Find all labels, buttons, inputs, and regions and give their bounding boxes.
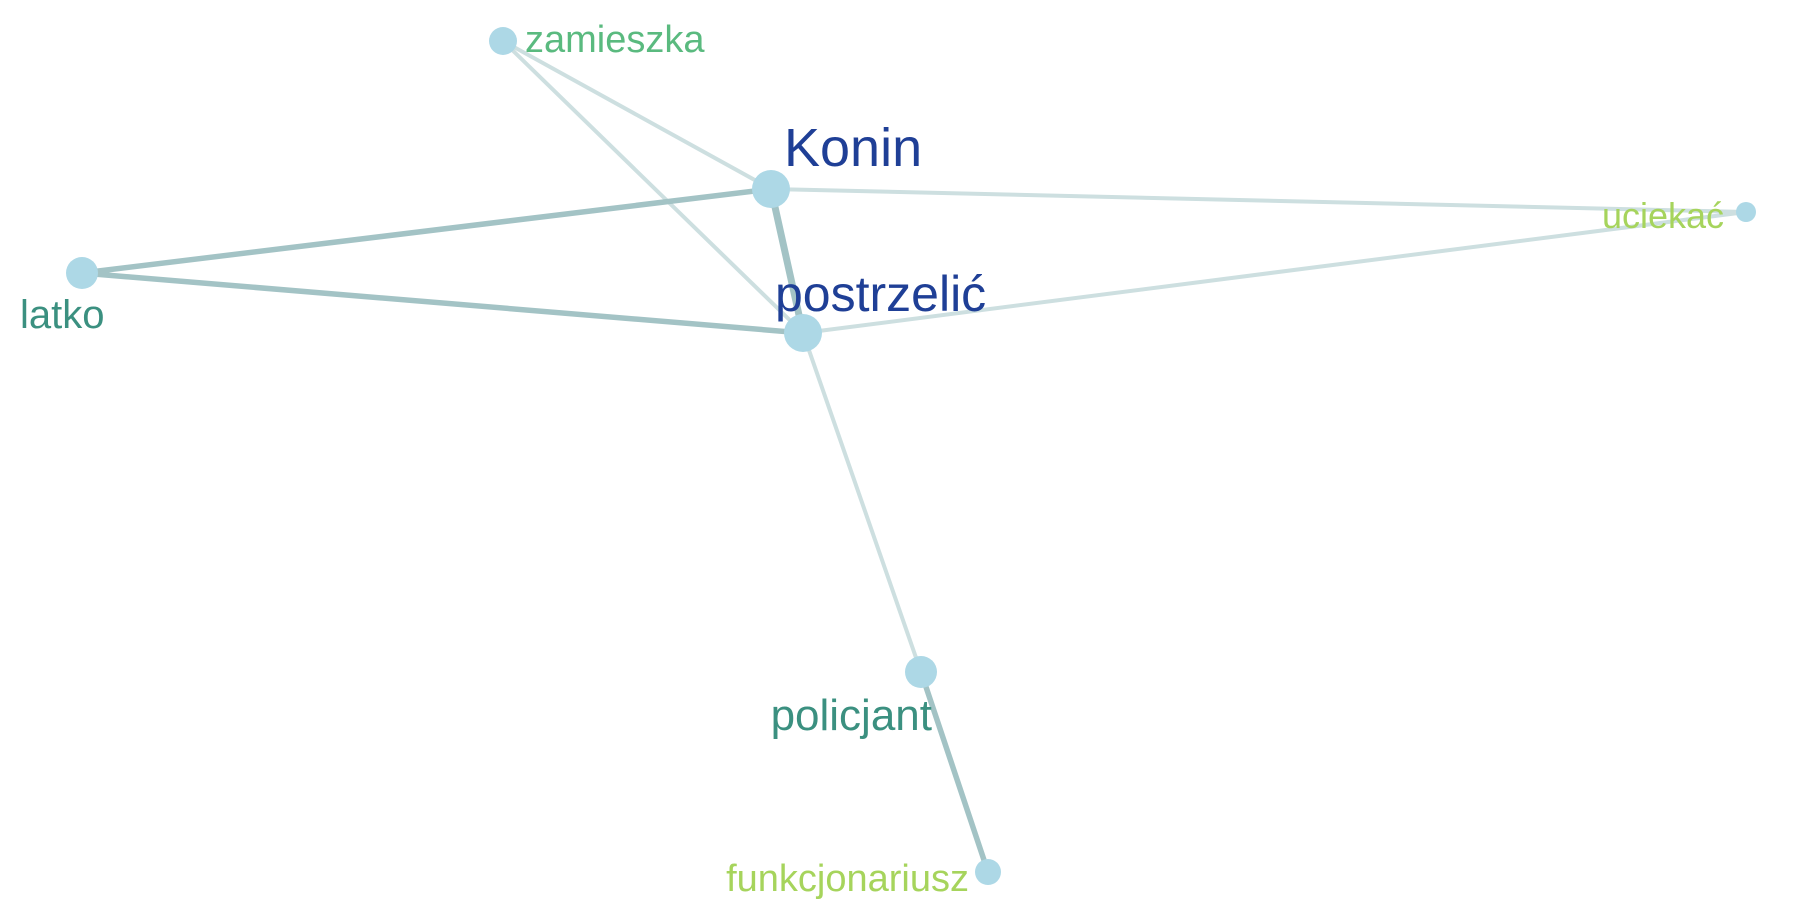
node-label-policjant: policjant (771, 691, 932, 740)
node-label-Konin: Konin (784, 118, 922, 178)
edge-Konin-latko (79, 186, 774, 276)
node-latko (66, 257, 98, 289)
node-postrzelic (784, 314, 822, 352)
node-label-funkcjonariusz: funkcjonariusz (726, 858, 969, 900)
node-zamieszka (489, 27, 517, 55)
nodes-layer (66, 27, 1756, 885)
edge-zamieszka-Konin (501, 39, 773, 191)
edge-policjant-funkcjonariusz (918, 669, 991, 875)
node-label-uciekac: uciekać (1602, 195, 1724, 236)
edges-layer (79, 39, 1748, 875)
node-label-postrzelic: postrzelić (775, 266, 986, 322)
node-Konin (752, 170, 790, 208)
node-label-zamieszka: zamieszka (525, 19, 705, 61)
node-funkcjonariusz (975, 859, 1001, 885)
edge-Konin-uciekac (769, 187, 1748, 214)
node-label-latko: latko (20, 293, 105, 337)
node-policjant (905, 656, 937, 688)
edge-postrzelic-policjant (801, 331, 923, 674)
edge-postrzelic-uciekac (801, 210, 1748, 335)
edge-Konin-postrzelic (767, 185, 807, 337)
node-uciekac (1736, 202, 1756, 222)
edge-zamieszka-postrzelic (501, 39, 805, 335)
edge-latko-postrzelic (79, 270, 806, 336)
